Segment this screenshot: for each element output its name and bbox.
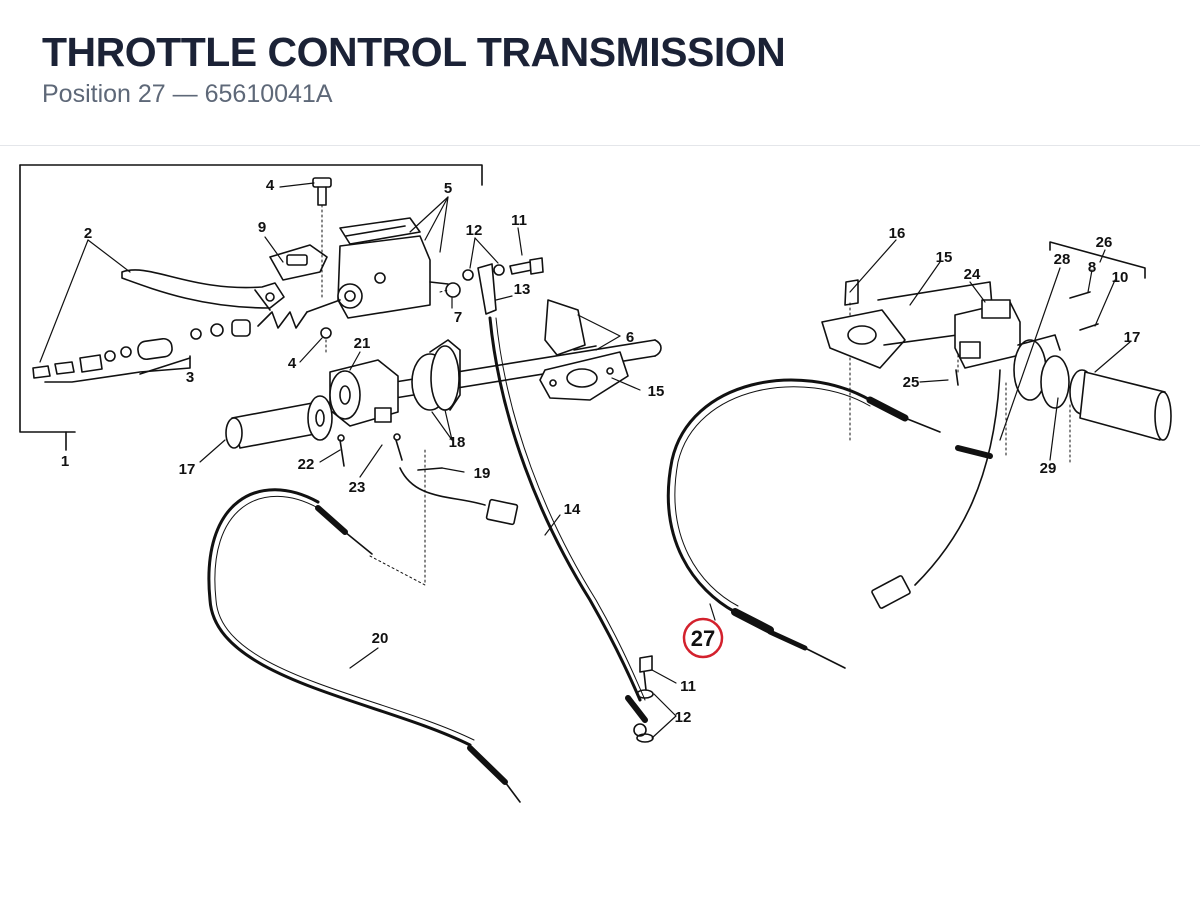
leader-lines bbox=[39, 182, 1131, 739]
callout-10: 10 bbox=[1112, 269, 1129, 286]
highlight-marker: 27 bbox=[682, 617, 724, 659]
callout-21: 21 bbox=[354, 335, 371, 352]
callout-24: 24 bbox=[964, 266, 981, 283]
callout-11: 11 bbox=[511, 212, 527, 229]
part-number: 65610041A bbox=[204, 80, 333, 108]
callout-4: 4 bbox=[288, 355, 297, 372]
cable-14 bbox=[488, 316, 648, 737]
callout-25: 25 bbox=[903, 374, 920, 391]
callout-2: 2 bbox=[84, 225, 92, 242]
right-switch-housing bbox=[954, 299, 1021, 369]
housing-screws bbox=[337, 433, 443, 471]
left-grip bbox=[225, 395, 333, 449]
callout-5: 5 bbox=[444, 180, 452, 197]
right-grip bbox=[1069, 369, 1172, 441]
callout-15: 15 bbox=[648, 383, 665, 400]
callout-18: 18 bbox=[449, 434, 466, 451]
callout-16: 16 bbox=[889, 225, 906, 242]
assembly-bracket-1 bbox=[19, 164, 483, 451]
callout-23: 23 bbox=[349, 479, 366, 496]
callout-22: 22 bbox=[298, 456, 315, 473]
callout-26: 26 bbox=[1096, 234, 1113, 251]
callout-29: 29 bbox=[1040, 460, 1057, 477]
callout-20: 20 bbox=[372, 630, 389, 647]
throttle-housing bbox=[329, 359, 399, 427]
callout-8: 8 bbox=[1088, 259, 1096, 276]
page-subtitle: Position 27 — 65610041A bbox=[42, 78, 1162, 110]
highlight-circle bbox=[682, 617, 724, 659]
pivot-bracket bbox=[269, 244, 328, 281]
callout-28: 28 bbox=[1054, 251, 1071, 268]
throttle-drum bbox=[411, 339, 461, 411]
callout-17: 17 bbox=[1124, 329, 1141, 346]
master-cylinder bbox=[337, 217, 461, 319]
callout-12: 12 bbox=[466, 222, 483, 239]
callout-labels: 1234456789101111121213141515161717181920… bbox=[61, 177, 1141, 726]
callout-19: 19 bbox=[474, 465, 491, 482]
subtitle-separator: — bbox=[172, 80, 198, 108]
header-divider bbox=[0, 145, 1200, 146]
callout-3: 3 bbox=[186, 369, 194, 386]
callout-14: 14 bbox=[564, 501, 581, 518]
piston-kit bbox=[32, 299, 341, 383]
highlight-label: 27 bbox=[691, 626, 715, 651]
brake-lever bbox=[121, 269, 285, 311]
cable-27 bbox=[666, 378, 941, 669]
right-throttle-drum bbox=[1013, 334, 1070, 409]
callout-9: 9 bbox=[258, 219, 266, 236]
right-switch-wire bbox=[871, 369, 1001, 609]
callout-17: 17 bbox=[179, 461, 196, 478]
callout-1: 1 bbox=[61, 453, 69, 470]
callout-13: 13 bbox=[514, 281, 531, 298]
top-fasteners bbox=[462, 257, 544, 315]
mount-plate-left bbox=[539, 351, 629, 401]
switch-wire bbox=[399, 467, 519, 526]
callout-15: 15 bbox=[936, 249, 953, 266]
page-title: THROTTLE CONTROL TRANSMISSION bbox=[42, 29, 786, 75]
callout-4: 4 bbox=[266, 177, 275, 194]
callout-6: 6 bbox=[626, 329, 634, 346]
callout-7: 7 bbox=[454, 309, 462, 326]
pivot-pin-top bbox=[312, 177, 332, 206]
cable-20 bbox=[207, 488, 521, 803]
header: THROTTLE CONTROL TRANSMISSION Position 2… bbox=[42, 28, 1162, 110]
assembly-bracket-26 bbox=[1049, 241, 1146, 279]
callout-12: 12 bbox=[675, 709, 692, 726]
callout-11: 11 bbox=[680, 678, 696, 695]
position-label: Position 27 bbox=[42, 80, 166, 108]
handlebar-clamp-upper bbox=[544, 299, 597, 356]
